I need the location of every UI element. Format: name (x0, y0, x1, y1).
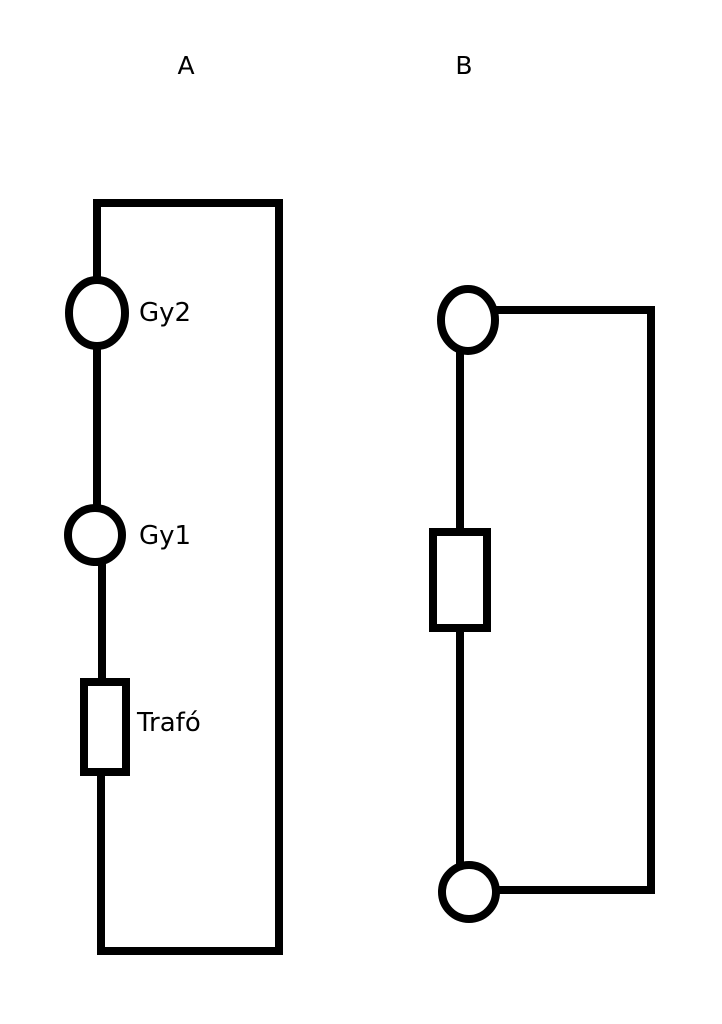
circuit-b-loop-wire (491, 306, 655, 894)
circuit-a-gy1-label: Gy1 (139, 521, 191, 551)
circuit-b-title: B (455, 51, 472, 80)
circuit-a-gy2-component (65, 276, 129, 350)
circuit-a-title: A (177, 51, 194, 80)
circuit-b-bottom-circle-component (438, 861, 500, 923)
circuit-a-gy1-to-trafo-wire (93, 558, 106, 686)
circuit-a-gy1-component (64, 504, 126, 566)
circuit-a-top-wire (93, 199, 283, 955)
circuit-a-trafo-label: Trafó (136, 708, 201, 738)
circuit-a-gy2-label: Gy2 (139, 298, 191, 328)
circuit-a-trafo-component (80, 678, 130, 776)
circuit-b (429, 285, 655, 923)
circuit-b-top-circle-component (437, 285, 499, 355)
circuit-b-rectangle-component (429, 528, 491, 632)
circuit-a: Gy2 Gy1 Trafó (64, 199, 283, 955)
